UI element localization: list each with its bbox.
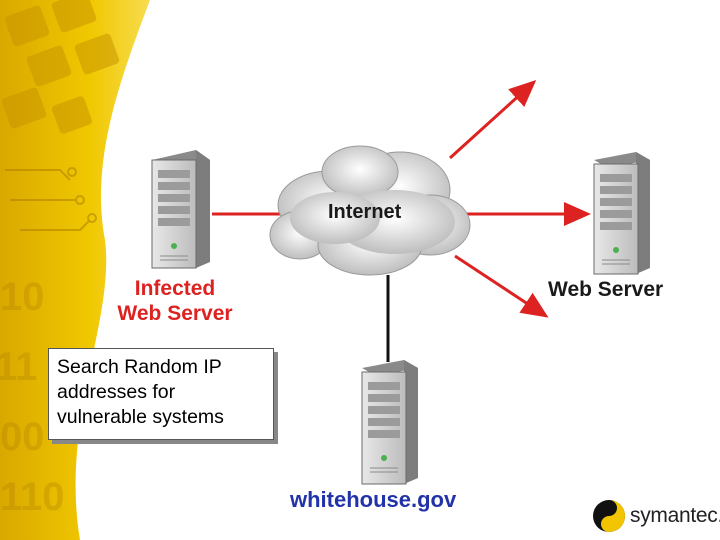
- whitehouse-server-icon: [361, 360, 418, 485]
- symantec-logo: symantec.: [592, 498, 720, 534]
- infected-label-line2: Web Server: [117, 302, 233, 325]
- infected-server-label: Infected Web Server: [95, 276, 255, 326]
- svg-text:110: 110: [0, 475, 65, 519]
- whitehouse-label: whitehouse.gov: [290, 487, 457, 512]
- infected-label-line1: Infected: [134, 277, 216, 300]
- arrow-lower-right: [454, 254, 549, 318]
- symantec-logo-icon: [593, 500, 625, 532]
- arrow-upper-right: [448, 79, 537, 160]
- internet-label: Internet: [328, 201, 402, 223]
- callout-line3: vulnerable systems: [57, 406, 224, 428]
- callout-line2: addresses for: [57, 381, 176, 403]
- web-server-label: Web Server: [548, 278, 664, 301]
- callout-line1: Search Random IP: [57, 356, 222, 378]
- symantec-logo-text: symantec.: [630, 504, 720, 527]
- web-server-icon: [593, 152, 650, 275]
- svg-text:10: 10: [0, 275, 45, 319]
- infected-server-icon: [151, 150, 210, 269]
- internet-cloud-icon: [269, 145, 471, 276]
- callout-box: Search Random IP addresses for vulnerabl…: [48, 348, 274, 440]
- svg-text:00: 00: [0, 415, 45, 459]
- svg-text:11: 11: [0, 345, 37, 389]
